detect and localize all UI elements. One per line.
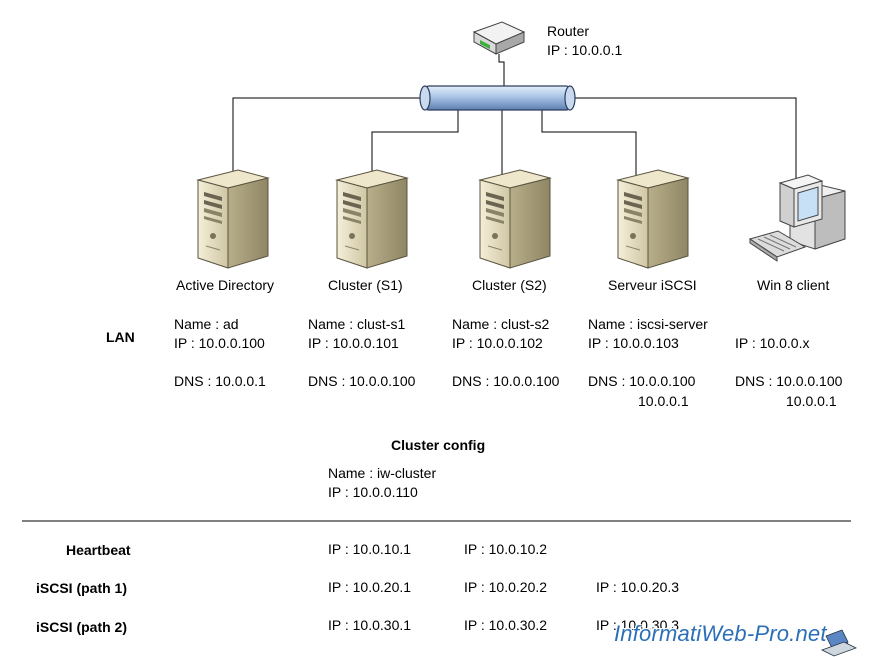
server-icon-iscsi xyxy=(617,169,689,269)
cluster-config-ip: IP : 10.0.0.110 xyxy=(328,484,418,500)
heartbeat-ip: IP : 10.0.10.1 xyxy=(328,541,412,557)
router-icon xyxy=(472,21,526,55)
link-iscsi-server xyxy=(541,110,637,180)
node-ip: IP : 10.0.0.101 xyxy=(308,335,399,351)
link-win8-client xyxy=(570,97,797,180)
node-name: Name : iscsi-server xyxy=(588,316,708,332)
link-active-directory xyxy=(232,97,425,180)
node-ip: IP : 10.0.0.102 xyxy=(452,335,543,351)
router-label: Router xyxy=(547,23,590,39)
router-ip: IP : 10.0.0.1 xyxy=(547,42,623,58)
node-name: Name : clust-s2 xyxy=(452,316,550,332)
node-title-iscsi-server: Serveur iSCSI xyxy=(608,277,697,293)
node-ip: IP : 10.0.0.103 xyxy=(588,335,679,351)
cluster-config-name: Name : iw-cluster xyxy=(328,465,437,481)
node-name: Name : clust-s1 xyxy=(308,316,406,332)
heartbeat-label: Heartbeat xyxy=(66,542,131,558)
node-ip: IP : 10.0.0.x xyxy=(735,335,810,351)
node-title-active-directory: Active Directory xyxy=(176,277,275,293)
server-icon-active-directory xyxy=(197,169,269,269)
node-title-cluster-s1: Cluster (S1) xyxy=(328,277,403,293)
iscsi-path2-ip: IP : 10.0.30.2 xyxy=(464,617,548,633)
node-ip: IP : 10.0.0.100 xyxy=(174,335,265,351)
lan-label: LAN xyxy=(106,329,135,345)
node-dns: DNS : 10.0.0.100 xyxy=(735,373,843,389)
link-router xyxy=(498,54,505,86)
watermark-text: InformatiWeb-Pro.net xyxy=(614,621,827,646)
iscsi-path2-ip: IP : 10.0.30.3 xyxy=(596,617,680,633)
node-title-cluster-s2: Cluster (S2) xyxy=(472,277,547,293)
workstation-icon xyxy=(748,174,846,262)
network-links xyxy=(232,54,797,180)
link-cluster-s1 xyxy=(371,110,459,180)
node-dns: DNS : 10.0.0.1 xyxy=(174,373,266,389)
node-name: Name : ad xyxy=(174,316,239,332)
iscsi-path1-ip: IP : 10.0.20.2 xyxy=(464,579,548,595)
iscsi-path2-ip: IP : 10.0.30.1 xyxy=(328,617,412,633)
iscsi-path2-label: iSCSI (path 2) xyxy=(36,619,128,635)
cluster-config-title: Cluster config xyxy=(391,437,486,453)
network-backbone xyxy=(419,85,576,111)
watermark-logo-icon xyxy=(820,629,858,657)
iscsi-path1-ip: IP : 10.0.20.1 xyxy=(328,579,412,595)
node-dns: DNS : 10.0.0.100 xyxy=(308,373,416,389)
node-title-win8-client: Win 8 client xyxy=(757,277,830,293)
iscsi-path1-ip: IP : 10.0.20.3 xyxy=(596,579,680,595)
node-dns: DNS : 10.0.0.100 xyxy=(588,373,696,389)
iscsi-path1-label: iSCSI (path 1) xyxy=(36,580,128,596)
node-dns-secondary: 10.0.0.1 xyxy=(638,393,689,409)
node-dns-secondary: 10.0.0.1 xyxy=(786,393,837,409)
server-icon-cluster-s2 xyxy=(479,169,551,269)
server-icon-cluster-s1 xyxy=(336,169,408,269)
heartbeat-ip: IP : 10.0.10.2 xyxy=(464,541,548,557)
node-dns: DNS : 10.0.0.100 xyxy=(452,373,560,389)
